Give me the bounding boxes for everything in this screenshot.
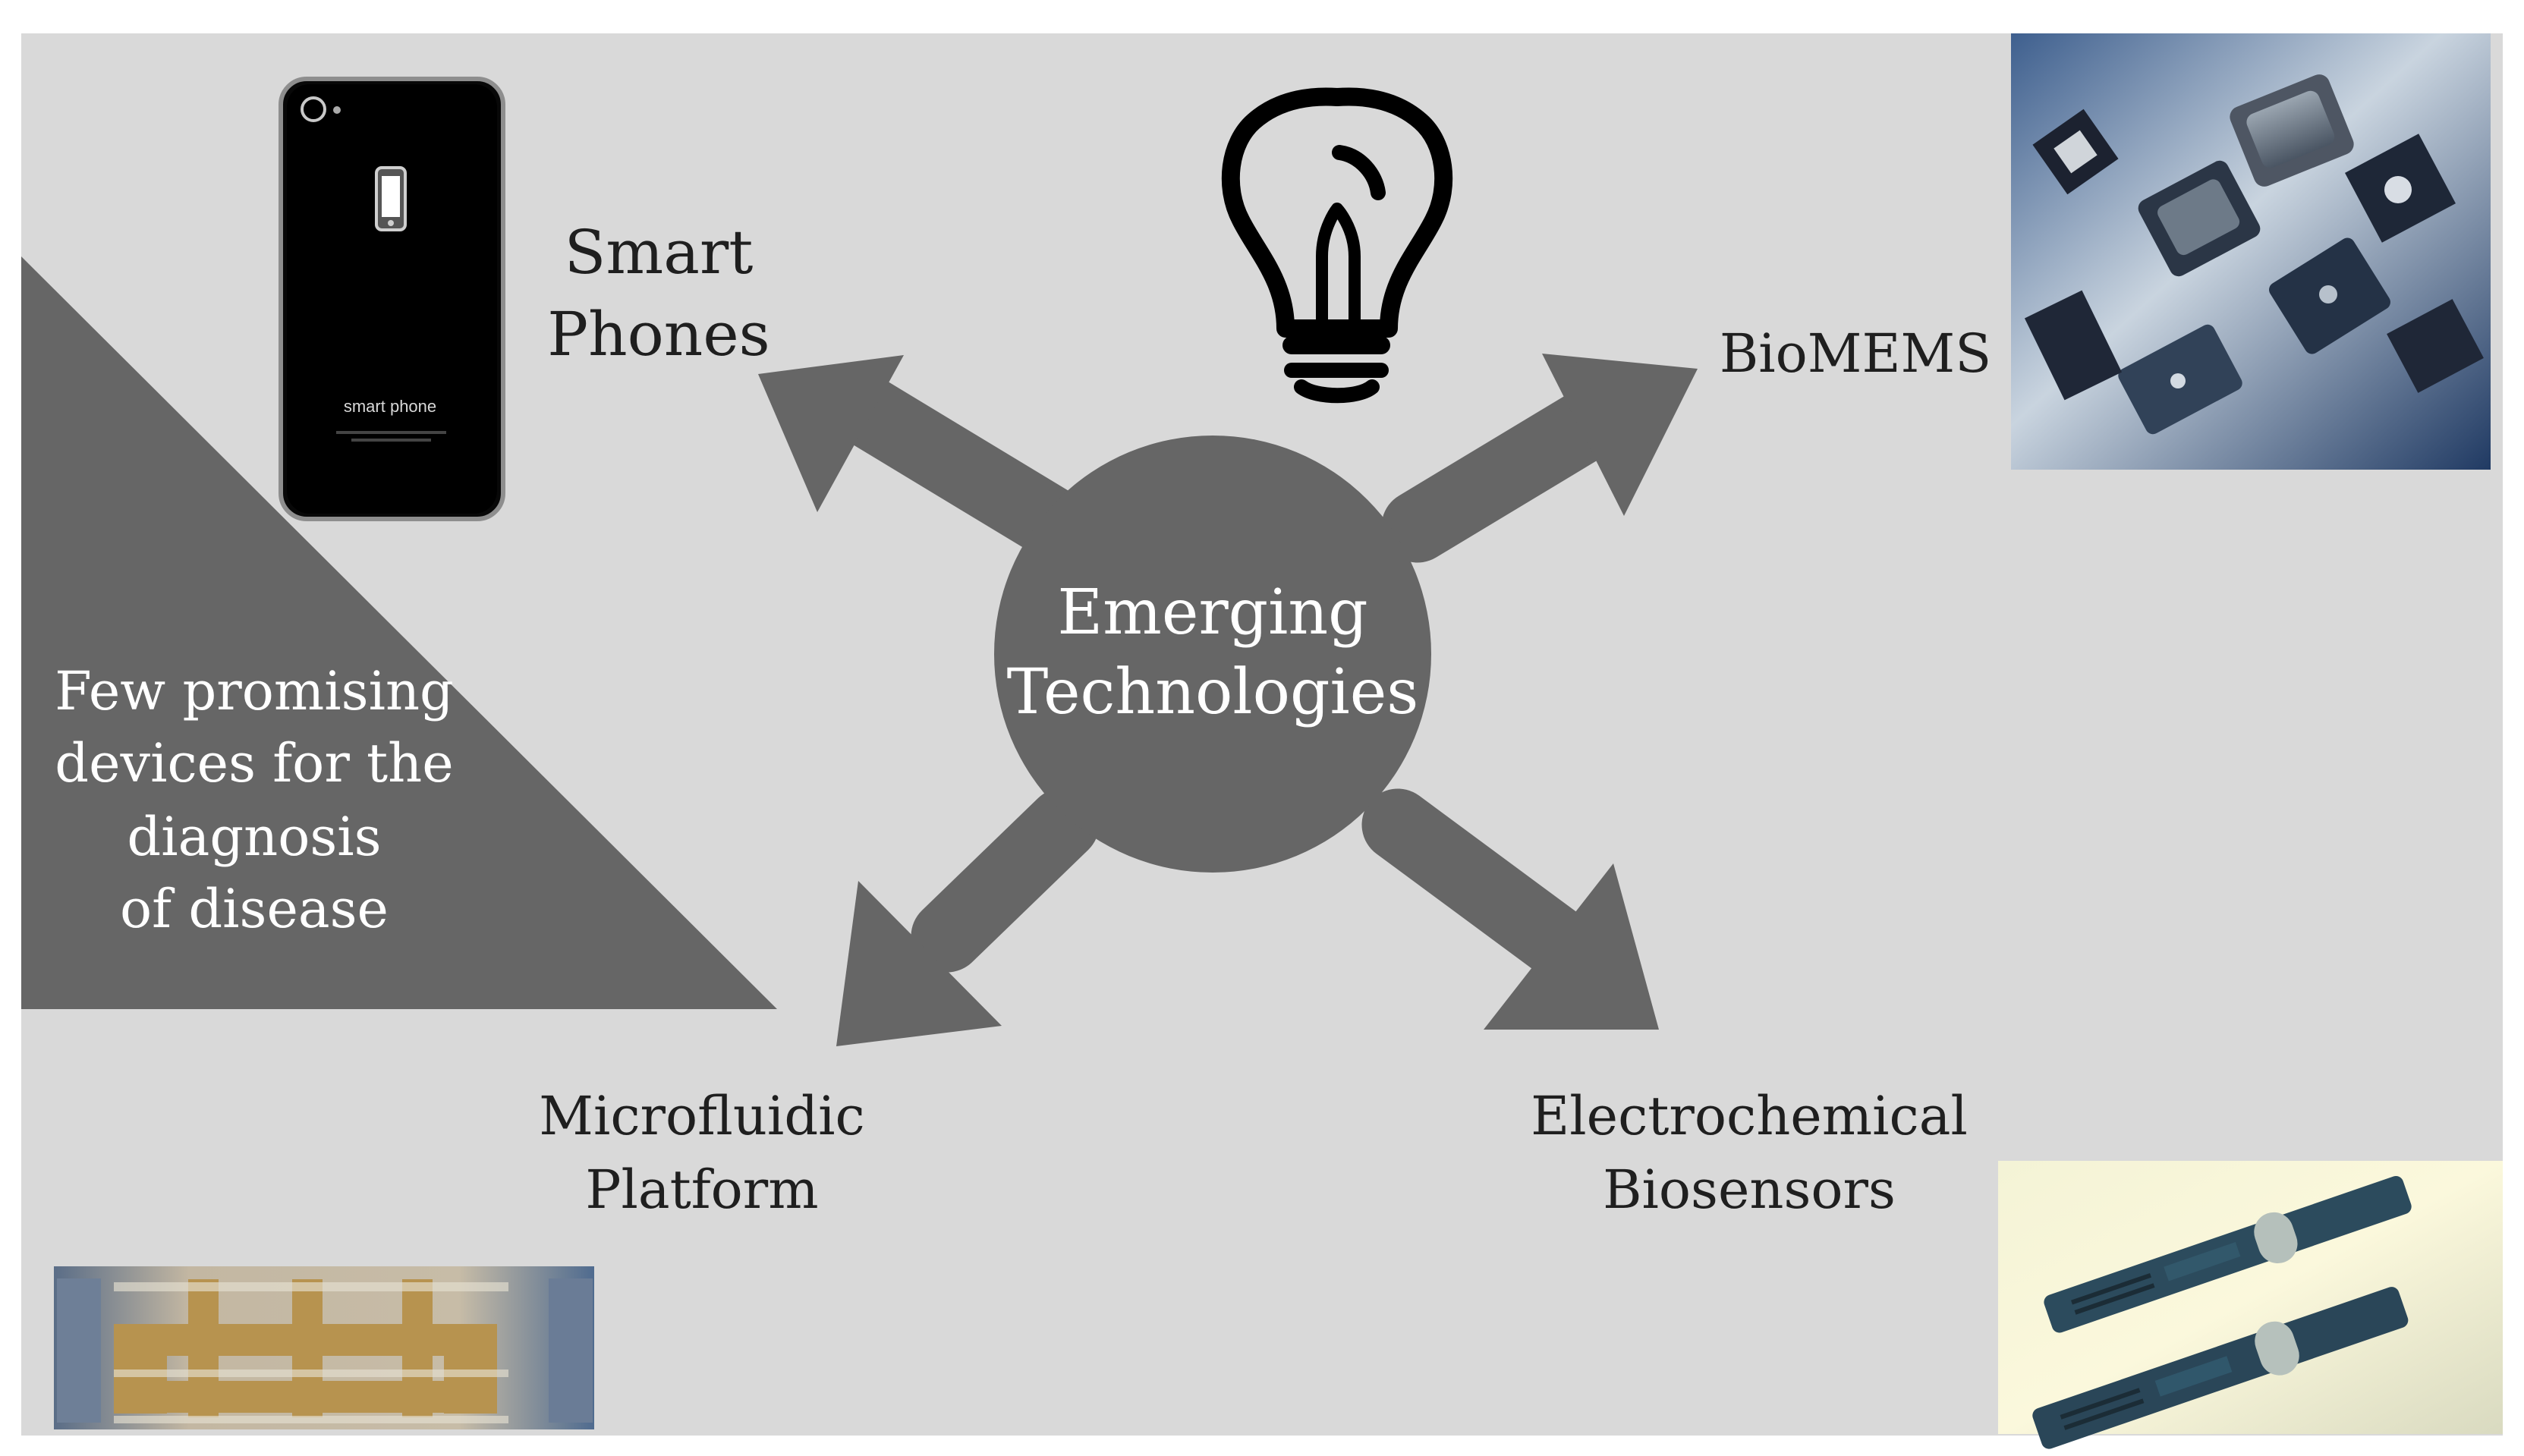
center-hub: [758, 354, 1698, 1046]
triangle-line-1: Few promising: [55, 660, 454, 722]
microfluidic-line-2: Platform: [585, 1159, 818, 1221]
electrochemical-line-1: Electrochemical: [1531, 1085, 1968, 1147]
center-line-2: Technologies: [1007, 656, 1419, 728]
smart-phones-line-2: Phones: [547, 299, 769, 370]
phone-image: smart phone: [279, 77, 505, 521]
electrochemical-line-2: Biosensors: [1603, 1159, 1896, 1221]
biomems-label: BioMEMS: [1720, 322, 1991, 385]
triangle-line-4: of disease: [120, 878, 389, 940]
phone-icon: [375, 166, 407, 231]
triangle-text: Few promising devices for the diagnosis …: [55, 660, 454, 940]
phone-caption: smart phone: [344, 397, 436, 416]
microfluidic-line-1: Microfluidic: [539, 1085, 864, 1147]
microfluidic-image: [54, 1266, 594, 1429]
electrochemical-sensor-image: [1998, 1161, 2503, 1449]
triangle-panel: [21, 256, 777, 1009]
triangle-line-3: diagnosis: [127, 806, 381, 868]
smart-phones-line-1: Smart: [565, 217, 754, 288]
biomems-image: [2011, 33, 2491, 470]
triangle-line-2: devices for the: [55, 732, 453, 794]
center-line-1: Emerging: [1057, 577, 1367, 649]
lightbulb-icon: [1221, 87, 1453, 404]
